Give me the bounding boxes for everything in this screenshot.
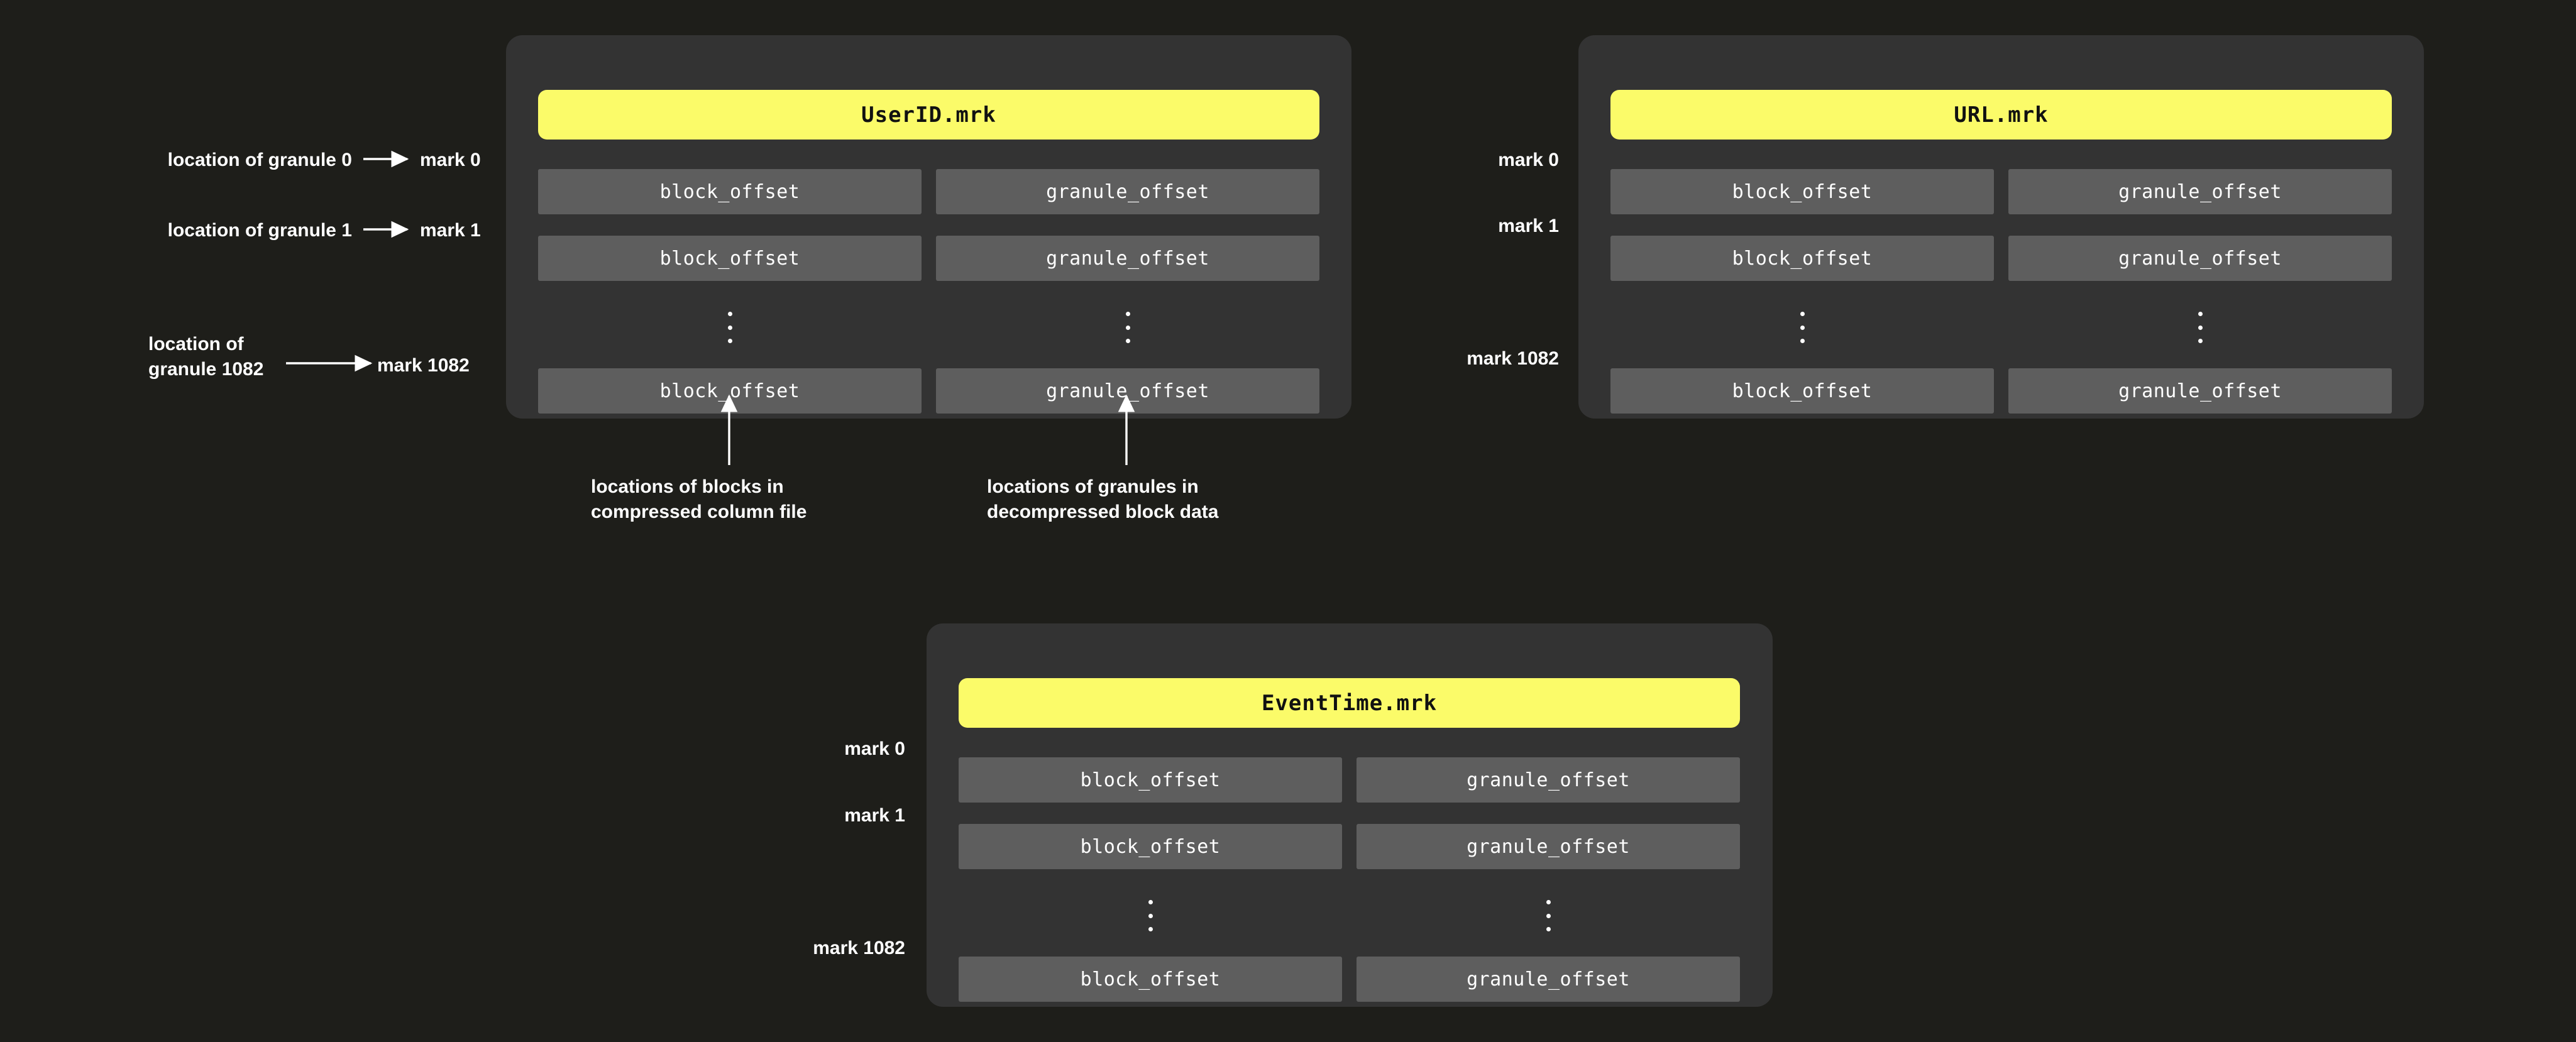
cell-granule-offset[interactable]: granule_offset xyxy=(2008,368,2392,414)
vertical-ellipsis-icon xyxy=(2194,312,2206,343)
mark-label-url-1082: mark 1082 xyxy=(1467,348,1559,369)
mrk-card-title-url: URL.mrk xyxy=(1610,90,2392,140)
cell-block-offset[interactable]: block_offset xyxy=(538,169,922,214)
cell-granule-offset[interactable]: granule_offset xyxy=(1357,824,1740,869)
cell-granule-offset[interactable]: granule_offset xyxy=(2008,236,2392,281)
cell-block-offset[interactable]: block_offset xyxy=(1610,368,1994,414)
granule-mapping-source-1: location of granule 1 xyxy=(167,220,352,241)
mrk-card-eventtime: EventTime.mrk block_offset granule_offse… xyxy=(927,623,1773,1007)
mrk-card-userid: UserID.mrk block_offset granule_offset b… xyxy=(506,35,1351,419)
vertical-ellipsis-icon xyxy=(724,312,736,343)
granule-mapping-target-2: mark 1082 xyxy=(377,355,470,376)
vertical-ellipsis-icon xyxy=(1542,900,1555,931)
mark-label-eventtime-0: mark 0 xyxy=(844,738,905,759)
cell-block-offset[interactable]: block_offset xyxy=(1610,236,1994,281)
callout-granule-offset: locations of granules in decompressed bl… xyxy=(987,476,1219,522)
cell-block-offset[interactable]: block_offset xyxy=(1610,169,1994,214)
cell-block-offset[interactable]: block_offset xyxy=(959,824,1342,869)
cell-granule-offset[interactable]: granule_offset xyxy=(936,236,1319,281)
vertical-ellipsis-icon xyxy=(1144,900,1157,931)
granule-mapping-source-0: location of granule 0 xyxy=(167,150,352,170)
mrk-card-title-userid: UserID.mrk xyxy=(538,90,1319,140)
mark-label-eventtime-1: mark 1 xyxy=(844,805,905,826)
mrk-card-title-eventtime: EventTime.mrk xyxy=(959,678,1740,728)
cell-granule-offset[interactable]: granule_offset xyxy=(2008,169,2392,214)
vertical-ellipsis-icon xyxy=(1121,312,1134,343)
mark-label-eventtime-1082: mark 1082 xyxy=(813,938,905,958)
vertical-ellipsis-icon xyxy=(1796,312,1808,343)
mrk-card-url: URL.mrk block_offset granule_offset bloc… xyxy=(1578,35,2424,419)
cell-block-offset[interactable]: block_offset xyxy=(538,368,922,414)
mark-label-url-0: mark 0 xyxy=(1498,150,1559,170)
granule-mapping-target-0: mark 0 xyxy=(420,150,481,170)
cell-granule-offset[interactable]: granule_offset xyxy=(1357,957,1740,1002)
cell-block-offset[interactable]: block_offset xyxy=(959,757,1342,803)
cell-granule-offset[interactable]: granule_offset xyxy=(936,169,1319,214)
cell-block-offset[interactable]: block_offset xyxy=(959,957,1342,1002)
cell-granule-offset[interactable]: granule_offset xyxy=(936,368,1319,414)
granule-mapping-source-2: location of granule 1082 xyxy=(148,334,264,380)
callout-block-offset: locations of blocks in compressed column… xyxy=(591,476,807,522)
cell-block-offset[interactable]: block_offset xyxy=(538,236,922,281)
granule-mapping-target-1: mark 1 xyxy=(420,220,481,241)
cell-granule-offset[interactable]: granule_offset xyxy=(1357,757,1740,803)
mark-label-url-1: mark 1 xyxy=(1498,216,1559,236)
